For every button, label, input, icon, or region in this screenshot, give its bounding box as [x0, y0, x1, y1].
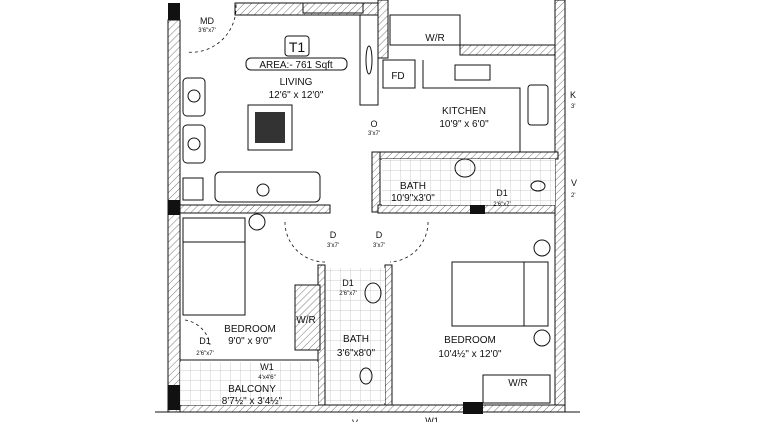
- unit-tag-box: [284, 35, 310, 57]
- d1-bedroom-label: D1: [199, 336, 211, 346]
- bath-mid-name: BATH: [343, 334, 369, 345]
- bath-mid-size: 3'6"x8'0": [337, 348, 376, 359]
- washbasin-icon: [364, 282, 382, 304]
- living-furniture: [182, 14, 379, 203]
- bath-mid-tiles: [326, 268, 385, 403]
- md-label: MD: [200, 16, 214, 26]
- wr-mid-label: W/R: [296, 315, 315, 326]
- door-swing: [284, 221, 326, 263]
- o-label: O: [370, 119, 377, 129]
- bath-top-name: BATH: [400, 181, 426, 192]
- bedroom-left-name: BEDROOM: [224, 324, 276, 335]
- w1-balcony-size: 4'x4'6": [258, 375, 275, 381]
- d-right-label: D: [376, 230, 383, 240]
- fan-icon: [533, 329, 551, 347]
- bed-right: [451, 261, 549, 327]
- living-size: 12'6" x 12'0": [269, 90, 324, 101]
- md-door-swing: [185, 4, 237, 53]
- w1-balcony-label: W1: [260, 362, 274, 372]
- kitchen-size: 10'9" x 6'0": [439, 119, 489, 130]
- bedroom-right-name: BEDROOM: [444, 335, 496, 346]
- living-name: LIVING: [280, 77, 313, 88]
- fd-label: FD: [391, 71, 404, 82]
- toilet-icon: [359, 367, 373, 385]
- o-size: 3'x7': [368, 131, 380, 137]
- d-right-size: 3'x7': [373, 243, 385, 249]
- k-edge-label: K: [570, 90, 576, 100]
- md-size: 3'6"x7': [198, 28, 215, 34]
- d-left-size: 3'x7': [327, 243, 339, 249]
- armchair: [182, 77, 206, 117]
- wardrobe-right: [482, 374, 551, 404]
- wr-right-label: W/R: [508, 378, 527, 389]
- sofa: [214, 171, 321, 203]
- toilet-icon: [530, 180, 546, 192]
- side-table: [182, 177, 204, 201]
- rug: [247, 104, 293, 151]
- balcony-name: BALCONY: [228, 384, 276, 395]
- door-swing: [184, 319, 211, 346]
- d1-bedroom-size: 2'6"x7': [196, 351, 213, 357]
- fd-box: [382, 59, 416, 89]
- unit-tag: T1: [289, 39, 306, 55]
- v-edge-label: V: [571, 178, 577, 188]
- kitchen-fixtures: [382, 14, 549, 152]
- d1-bath-mid-label: D1: [342, 278, 354, 288]
- w1-bottom-label: W1: [425, 416, 439, 422]
- wr-top-label: W/R: [425, 33, 444, 44]
- d-left-label: D: [330, 230, 337, 240]
- area-label: AREA:- 761 Sqft: [259, 60, 333, 71]
- bedroom-right-size: 10'4½" x 12'0": [438, 349, 502, 360]
- armchair: [182, 124, 206, 164]
- area-box: [245, 57, 348, 71]
- v-edge-size: 2': [571, 193, 575, 199]
- door-swing: [389, 221, 429, 263]
- k-edge-size: 3': [571, 104, 575, 110]
- kitchen-name: KITCHEN: [442, 106, 486, 117]
- bath-top-tiles: [382, 159, 555, 205]
- sink-icon: [527, 84, 549, 126]
- fan-icon: [533, 239, 551, 257]
- bed-left: [182, 217, 246, 316]
- tv-unit: [359, 14, 379, 106]
- balcony-size: 8'7½" x 3'4½": [222, 396, 283, 407]
- washbasin-icon: [454, 158, 476, 178]
- bath-top-size: 10'9"x3'0": [391, 193, 435, 204]
- fan-icon: [248, 213, 266, 231]
- d1-bath-mid-size: 2'6"x7': [339, 291, 356, 297]
- balcony-tiles: [180, 362, 318, 405]
- stove-icon: [454, 64, 491, 81]
- d1-bath-top-size: 2'6"x7': [493, 202, 510, 208]
- bedroom-left-size: 9'0" x 9'0": [228, 336, 272, 347]
- v-bottom-label: V: [352, 418, 358, 422]
- d1-bath-top-label: D1: [496, 188, 508, 198]
